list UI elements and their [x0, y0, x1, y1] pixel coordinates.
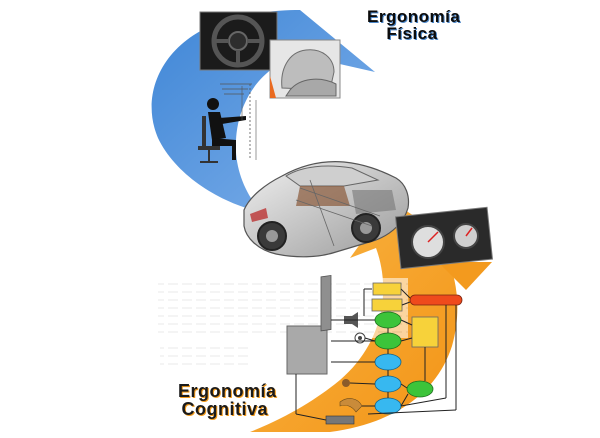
car-cutaway-image	[243, 161, 410, 258]
title-ergonomia-cognitiva: Ergonomía Cognitiva	[178, 381, 277, 419]
steering-wheel-photo	[199, 11, 278, 71]
instrument-panel-photo	[394, 206, 494, 270]
title-ergonomia-fisica: Ergonomía Física	[367, 7, 461, 43]
title-cognitiva-line1: Ergonomía	[178, 381, 277, 401]
title-fisica-line1: Ergonomía	[367, 7, 461, 26]
title-cognitiva-line2: Cognitiva	[181, 399, 268, 419]
cognitive-model-diagram	[286, 275, 463, 425]
car-seat-photo	[269, 39, 341, 99]
title-fisica-line2: Física	[386, 24, 438, 43]
seated-person-figure	[198, 83, 257, 163]
faint-background-text	[158, 278, 408, 370]
